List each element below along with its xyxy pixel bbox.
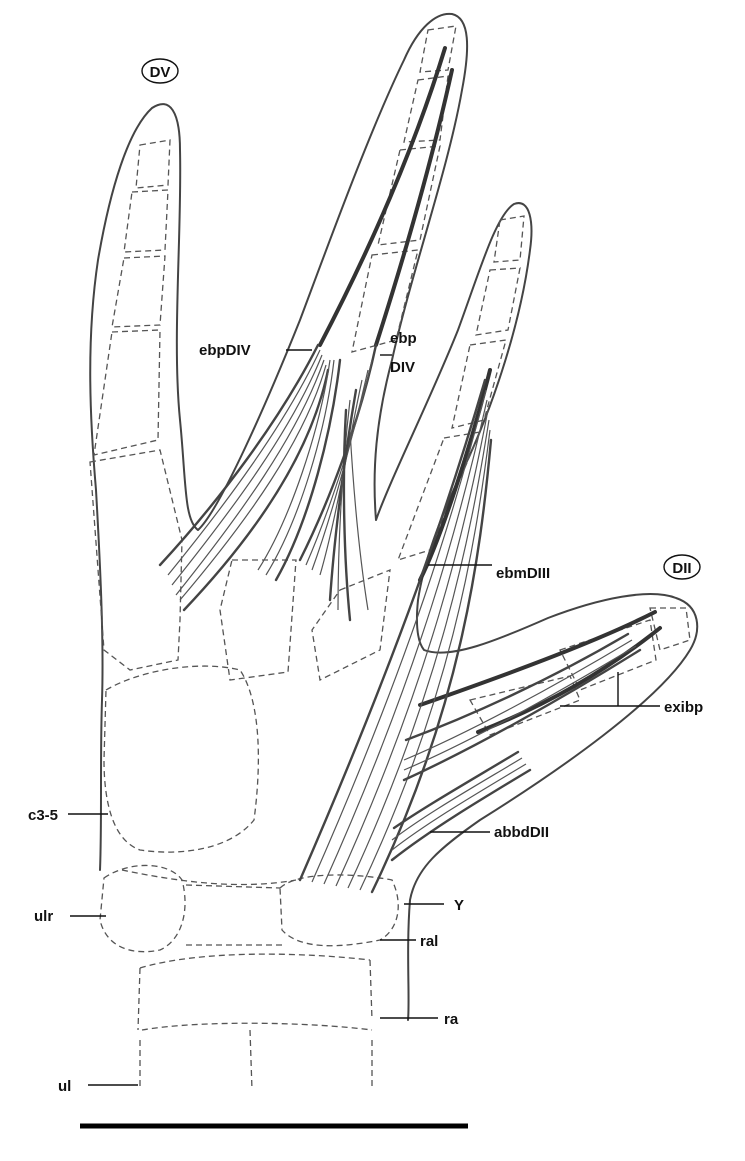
tendons bbox=[320, 48, 660, 732]
label-exibp: exibp bbox=[664, 699, 703, 716]
label-ebmDIII: ebmDIII bbox=[496, 565, 550, 582]
label-c3-5: c3-5 bbox=[28, 807, 58, 824]
hand-outline bbox=[90, 14, 697, 1020]
label-digit-v: DV bbox=[150, 64, 171, 81]
label-digit-ii: DII bbox=[672, 560, 691, 577]
muscle-ebpDIV-right bbox=[300, 345, 376, 620]
label-abbdDII: abbdDII bbox=[494, 824, 549, 841]
label-ebp-right-line1: ebp bbox=[390, 330, 417, 347]
leader-lines bbox=[68, 350, 660, 1085]
label-ul: ul bbox=[58, 1078, 71, 1095]
muscle-abbdDII bbox=[392, 752, 530, 860]
label-ebpDIV-left: ebpDIV bbox=[199, 342, 251, 359]
muscle-ebmDIII bbox=[300, 380, 491, 892]
label-ra: ra bbox=[444, 1011, 459, 1028]
label-ebp-right-line2: DIV bbox=[390, 359, 415, 376]
muscle-ebpDIV bbox=[160, 345, 340, 610]
label-ral: ral bbox=[420, 933, 438, 950]
label-Y: Y bbox=[454, 897, 464, 914]
label-ulr: ulr bbox=[34, 908, 53, 925]
